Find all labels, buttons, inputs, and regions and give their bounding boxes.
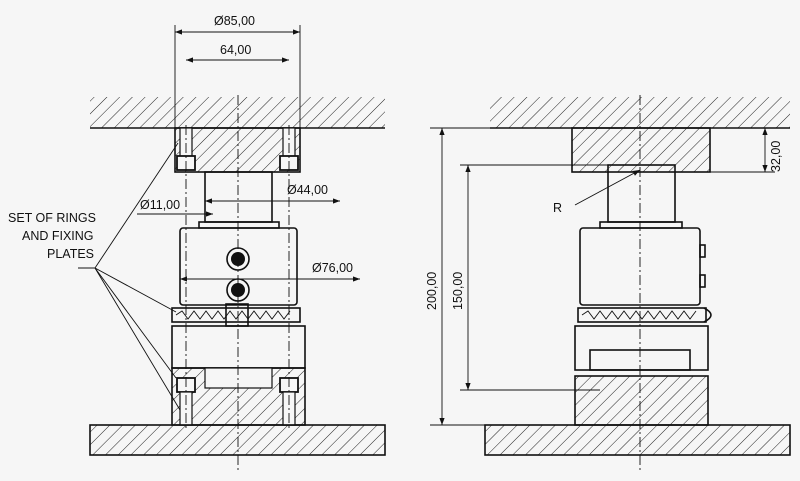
dim-dia-44: Ø44,00 — [287, 183, 328, 197]
dim-32: 32,00 — [769, 141, 783, 172]
load-button — [204, 171, 273, 223]
dim-200: 200,00 — [425, 272, 439, 310]
callout-line-3: PLATES — [47, 247, 94, 261]
base-hatch-right — [484, 424, 791, 456]
load-cell-body — [179, 227, 298, 306]
front-view: Ø85,00 64,00 Ø44,00 Ø11,00 Ø76,00 SET OF… — [8, 14, 386, 470]
dim-64: 64,00 — [220, 43, 251, 57]
ceiling-hatch — [90, 97, 385, 128]
dim-150: 150,00 — [451, 272, 465, 310]
clamp-band — [171, 307, 301, 323]
callout-line-2: AND FIXING — [22, 229, 94, 243]
base-hatch — [89, 424, 386, 456]
dim-radius: R — [553, 201, 562, 215]
dim-dia-85: Ø85,00 — [214, 14, 255, 28]
side-view: 200,00 150,00 32,00 R — [425, 95, 791, 470]
callout-line-1: SET OF RINGS — [8, 211, 96, 225]
dim-dia-11: Ø11,00 — [140, 198, 180, 212]
dim-dia-76: Ø76,00 — [312, 261, 353, 275]
